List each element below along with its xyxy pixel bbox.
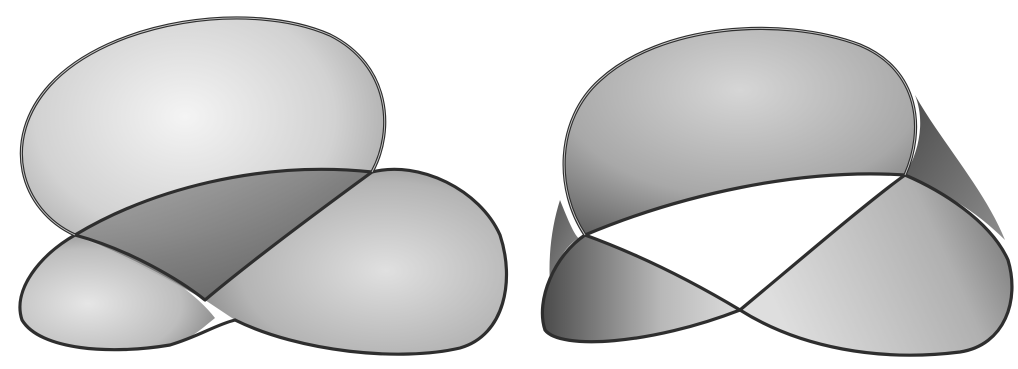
left-surface [20,18,507,354]
right-surface [542,28,1012,355]
